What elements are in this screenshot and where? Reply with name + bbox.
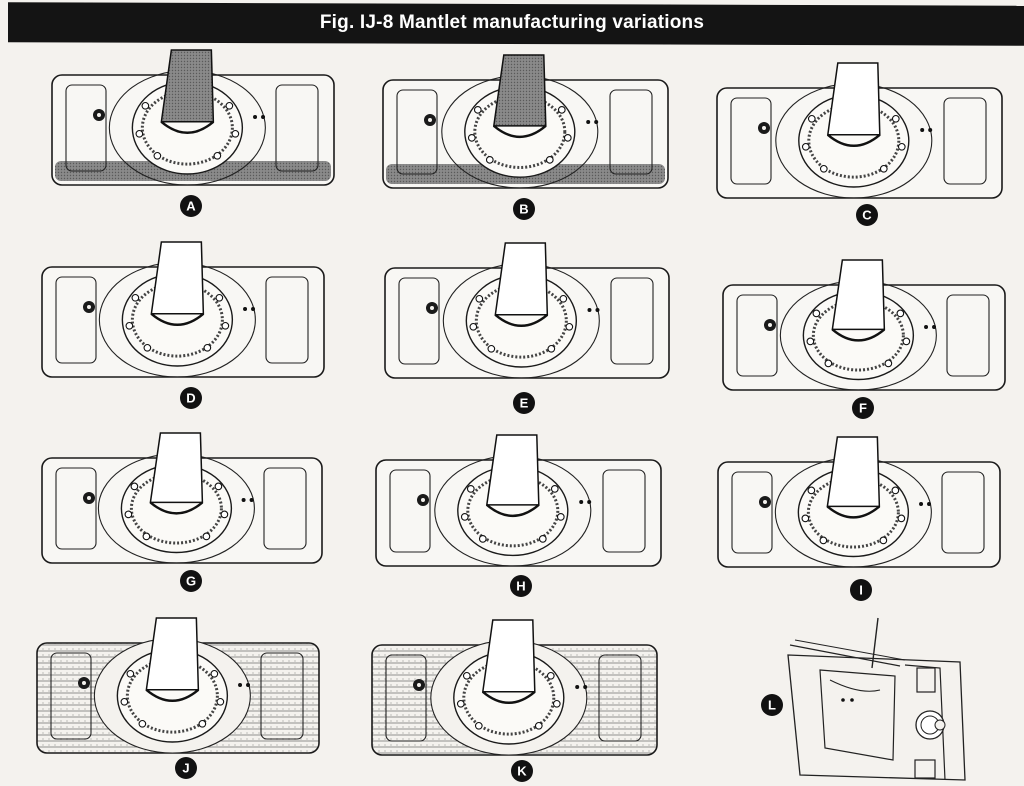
label-text-a: A: [186, 199, 196, 214]
label-l: L: [761, 694, 783, 716]
label-text-h: H: [516, 579, 525, 594]
mantlet-g: [41, 432, 323, 564]
label-d: D: [180, 387, 202, 409]
mantlet-e: [384, 242, 670, 379]
mantlet-b: [382, 54, 669, 189]
mantlet-detail-l: [787, 617, 966, 781]
label-a: A: [180, 195, 202, 217]
label-text-l: L: [768, 698, 776, 713]
label-j: J: [175, 757, 197, 779]
label-text-j: J: [182, 761, 189, 776]
label-i: I: [850, 579, 872, 601]
label-b: B: [513, 198, 535, 220]
label-text-d: D: [186, 391, 195, 406]
mantlet-c: [716, 62, 1003, 199]
label-text-f: F: [859, 401, 867, 416]
label-text-i: I: [859, 583, 863, 598]
mantlet-i: [717, 436, 1001, 568]
mantlet-h: [375, 434, 662, 567]
mantlet-k: [371, 619, 658, 756]
label-text-b: B: [519, 202, 528, 217]
label-text-g: G: [186, 574, 196, 589]
label-text-c: C: [862, 208, 872, 223]
label-k: K: [511, 760, 533, 782]
label-c: C: [856, 204, 878, 226]
mantlet-j: [36, 617, 320, 754]
label-f: F: [852, 397, 874, 419]
mantlet-f: [722, 259, 1006, 391]
label-h: H: [510, 575, 532, 597]
figure-title: Fig. IJ-8 Mantlet manufacturing variatio…: [319, 12, 705, 33]
label-e: E: [513, 392, 535, 414]
label-g: G: [180, 570, 202, 592]
label-text-e: E: [520, 396, 529, 411]
mantlet-d: [41, 241, 325, 378]
mantlet-a: [51, 49, 335, 186]
label-text-k: K: [517, 764, 527, 779]
